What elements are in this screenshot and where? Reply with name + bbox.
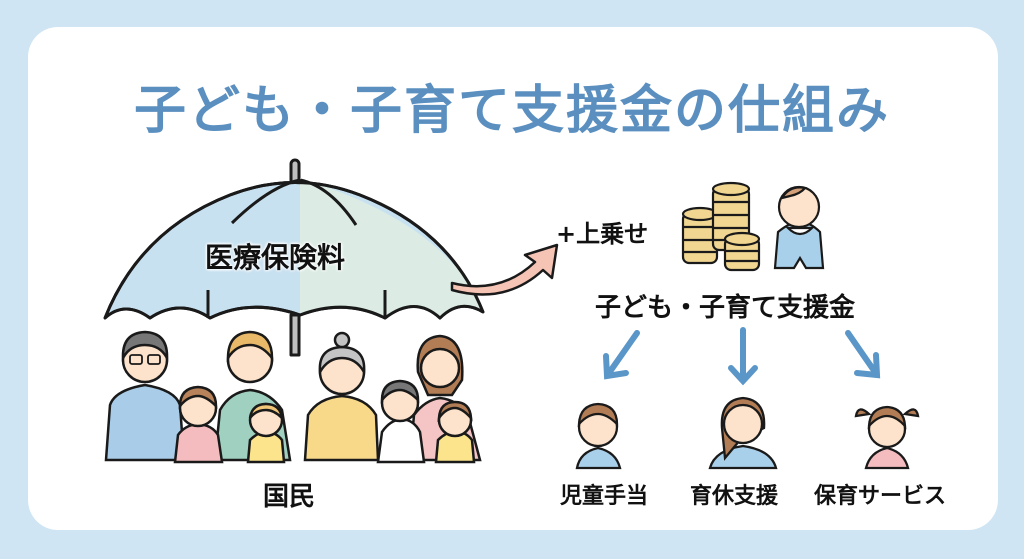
arrow-right-icon xyxy=(845,330,878,375)
distribution-arrows xyxy=(603,327,881,386)
benefit-label-parental-leave: 育休支援 xyxy=(690,484,779,509)
surcharge-label: +上乗せ xyxy=(556,220,649,248)
fund-label: 子ども・子育て支援金 xyxy=(595,293,856,323)
girl-icon xyxy=(854,405,920,470)
benefit-label-childcare: 保育サービス xyxy=(814,484,947,509)
baby-icon xyxy=(773,185,825,270)
curved-arrow-icon xyxy=(450,243,559,296)
arrow-left-icon xyxy=(606,330,640,376)
umbrella-icon xyxy=(103,158,485,357)
benefit-label-child-allowance: 児童手当 xyxy=(560,484,649,509)
page-title: 子ども・子育て支援金の仕組み xyxy=(133,81,890,141)
umbrella-label: 医療保険料 xyxy=(205,241,346,274)
people-label: 国民 xyxy=(263,482,316,512)
woman-icon xyxy=(708,396,778,470)
boy-icon xyxy=(575,402,622,470)
family-group-icon xyxy=(104,330,482,464)
coin-stack-icon xyxy=(681,181,761,272)
